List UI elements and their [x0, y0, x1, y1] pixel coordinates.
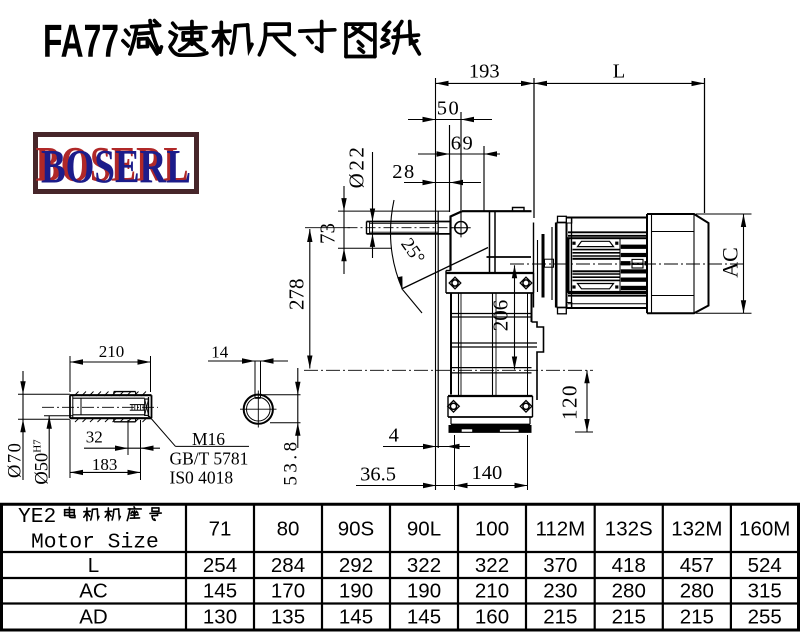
svg-text:132M: 132M	[671, 518, 722, 541]
svg-text:100: 100	[475, 518, 509, 541]
svg-text:Ø70: Ø70	[6, 442, 26, 478]
svg-text:BOSERL: BOSERL	[41, 141, 191, 194]
svg-text:284: 284	[271, 554, 305, 577]
svg-text:280: 280	[612, 580, 646, 603]
svg-text:140: 140	[472, 462, 503, 484]
svg-text:524: 524	[748, 554, 782, 577]
svg-text:254: 254	[203, 554, 237, 577]
svg-text:50: 50	[437, 98, 461, 120]
svg-text:GB/T 5781: GB/T 5781	[170, 449, 249, 469]
svg-text:AD: AD	[79, 606, 107, 629]
svg-text:255: 255	[748, 606, 782, 629]
svg-text:135: 135	[271, 606, 305, 629]
svg-text:L: L	[88, 554, 99, 577]
svg-text:170: 170	[271, 580, 305, 603]
svg-text:132S: 132S	[605, 518, 653, 541]
svg-text:206: 206	[489, 300, 513, 332]
svg-text:210: 210	[99, 342, 125, 361]
svg-text:183: 183	[92, 455, 118, 474]
svg-text:215: 215	[612, 606, 646, 629]
svg-text:190: 190	[407, 580, 441, 603]
svg-text:210: 210	[475, 580, 509, 603]
svg-text:160: 160	[475, 606, 509, 629]
svg-text:4: 4	[389, 425, 399, 447]
svg-text:YE2: YE2	[18, 505, 56, 529]
svg-text:112M: 112M	[535, 518, 585, 541]
svg-text:90L: 90L	[407, 518, 441, 541]
svg-text:315: 315	[748, 580, 782, 603]
svg-text:145: 145	[407, 606, 441, 629]
svg-text:230: 230	[543, 580, 577, 603]
svg-text:69: 69	[451, 133, 475, 155]
svg-text:Motor Size: Motor Size	[31, 531, 159, 555]
svg-text:28: 28	[392, 161, 416, 183]
svg-text:193: 193	[469, 60, 500, 82]
svg-text:292: 292	[339, 554, 373, 577]
svg-text:AC: AC	[718, 247, 743, 278]
svg-text:M16: M16	[192, 429, 225, 449]
svg-text:IS0 4018: IS0 4018	[170, 468, 234, 488]
svg-text:145: 145	[203, 580, 237, 603]
svg-text:418: 418	[612, 554, 646, 577]
svg-text:53.8: 53.8	[281, 438, 302, 485]
svg-text:457: 457	[680, 554, 714, 577]
svg-text:370: 370	[543, 554, 577, 577]
svg-text:90S: 90S	[338, 518, 374, 541]
svg-text:AC: AC	[79, 580, 108, 603]
svg-text:14: 14	[211, 342, 229, 361]
svg-text:36.5: 36.5	[360, 464, 396, 486]
svg-text:145: 145	[339, 606, 373, 629]
svg-text:215: 215	[680, 606, 714, 629]
svg-text:130: 130	[203, 606, 237, 629]
svg-text:322: 322	[475, 554, 509, 577]
svg-text:FA77: FA77	[43, 15, 119, 67]
svg-text:80: 80	[277, 518, 300, 541]
svg-text:215: 215	[543, 606, 577, 629]
svg-text:120: 120	[558, 384, 582, 420]
svg-text:278: 278	[285, 278, 309, 310]
svg-text:Ø22: Ø22	[345, 145, 369, 189]
svg-text:71: 71	[209, 518, 232, 541]
svg-text:L: L	[613, 60, 626, 82]
svg-text:190: 190	[339, 580, 373, 603]
svg-text:160M: 160M	[739, 518, 790, 541]
svg-text:25°: 25°	[396, 234, 428, 268]
svg-text:73: 73	[316, 223, 340, 244]
svg-text:BOSERL: BOSERL	[36, 136, 189, 192]
svg-text:32: 32	[86, 428, 103, 447]
svg-text:322: 322	[407, 554, 441, 577]
svg-text:280: 280	[680, 580, 714, 603]
